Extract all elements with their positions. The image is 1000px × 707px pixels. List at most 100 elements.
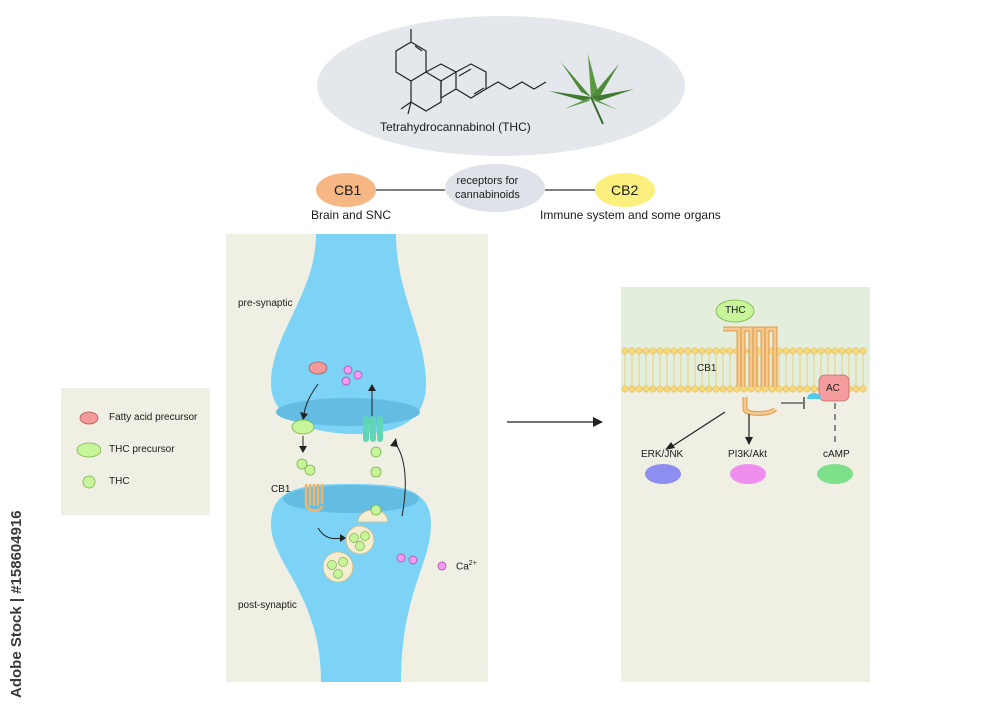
ca-ion-icon [353,370,363,380]
lipid-head [698,385,706,393]
lipid-head [656,347,664,355]
arrow-icon [670,411,726,448]
lipid-head [663,347,671,355]
signaling-panel: THC CB1 AC ERK/JNK PI3K/Akt cAMP [621,287,870,682]
arrowhead-icon [665,442,675,450]
lipid-head [782,385,790,393]
lipid-head [656,385,664,393]
postsynaptic-membrane [283,485,419,513]
lipid-head [852,347,860,355]
presynaptic-membrane [276,398,420,426]
synapse-graphic [271,234,447,682]
thc-icon [370,466,382,478]
lipid-head [817,347,825,355]
ca-ion-icon [408,555,418,565]
lipid-head [642,347,650,355]
thc-header-graphic [317,16,685,156]
legend-icons [76,411,101,489]
thc-icon [360,531,370,541]
thc-icon [296,458,308,470]
lipid-head [635,385,643,393]
signaling-graphic [621,287,870,484]
arrowhead-icon [593,417,603,427]
arrow-icon [317,527,343,540]
cb1-label: CB1 [334,182,362,198]
ca-ion-icon [343,365,353,375]
ca-label-base: Ca [456,561,469,573]
lipid-head [726,385,734,393]
postsynaptic-label: post-synaptic [238,600,297,611]
pi3k-akt-oval [730,464,766,484]
receptors-row [300,160,740,230]
legend-panel: Fatty acid precursor THC precursor THC [61,388,210,515]
lipid-head [649,385,657,393]
panel-link-arrow [507,417,603,427]
cb2-location: Immune system and some organs [540,208,721,222]
ca-label: Ca2+ [456,560,477,572]
pathway-camp-label: cAMP [823,449,850,460]
arrowhead-icon [300,412,308,420]
presynaptic-label: pre-synaptic [238,298,293,309]
thc-icon [82,475,96,489]
arrow-icon [303,383,319,415]
receptor-hub-oval [445,164,545,212]
lipid-head [859,347,867,355]
thc-icon [370,446,382,458]
lipid-head [712,347,720,355]
ion-channel-icon [377,416,383,442]
thc-icon [370,504,382,516]
ca-ion-icon [396,553,406,563]
cannabis-leaf-icon [549,54,634,125]
lipid-head [621,385,629,393]
watermark-text: Adobe Stock | #158604916 [8,510,25,698]
signaling-thc-label: THC [725,305,746,316]
lipid-head [796,385,804,393]
lipid-head [852,385,860,393]
watermark-graphic: Adobe Stock | #158604916 [8,510,25,698]
ca-ion-icon [437,561,447,571]
lipid-head [705,347,713,355]
presynaptic-terminal [271,234,426,434]
synapse-cb1-label: CB1 [271,484,291,495]
lipid-head [677,385,685,393]
lipid-head [691,385,699,393]
lipid-head [635,347,643,355]
ca-ion-icon [341,376,351,386]
lipid-head [838,347,846,355]
lipid-head [845,347,853,355]
thc-icon [333,569,343,579]
fatty-acid-precursor-icon [79,411,99,425]
lipid-head [859,385,867,393]
synapse-panel: pre-synaptic post-synaptic CB1 Ca2+ [226,234,488,682]
arrowhead-icon [368,384,376,391]
receptors-graphic [316,164,655,212]
cb1-receptor-icon [304,484,324,512]
lipid-head [670,385,678,393]
lipid-head [649,347,657,355]
cb1-location: Brain and SNC [311,208,392,222]
lipid-head [670,347,678,355]
lipid-head [621,347,629,355]
lipid-head [705,385,713,393]
lipid-head [642,385,650,393]
lipid-head [684,385,692,393]
lipid-head [796,347,804,355]
header-ellipse [317,16,685,156]
ion-channel-icon [363,416,369,442]
lipid-head [691,347,699,355]
camp-oval [817,464,853,484]
ac-label: AC [826,383,840,394]
lipid-head [628,347,636,355]
lipid-head [628,385,636,393]
arrowhead-icon [745,437,753,445]
lipid-head [789,385,797,393]
lipid-head [831,347,839,355]
lipid-head [663,385,671,393]
thc-icon [349,533,359,543]
thc-icon [327,560,337,570]
lipid-head [789,347,797,355]
lipid-head [684,347,692,355]
arrowhead-icon [299,446,307,453]
legend-item-thc-precursor: THC precursor [109,444,175,455]
lipid-head [726,347,734,355]
